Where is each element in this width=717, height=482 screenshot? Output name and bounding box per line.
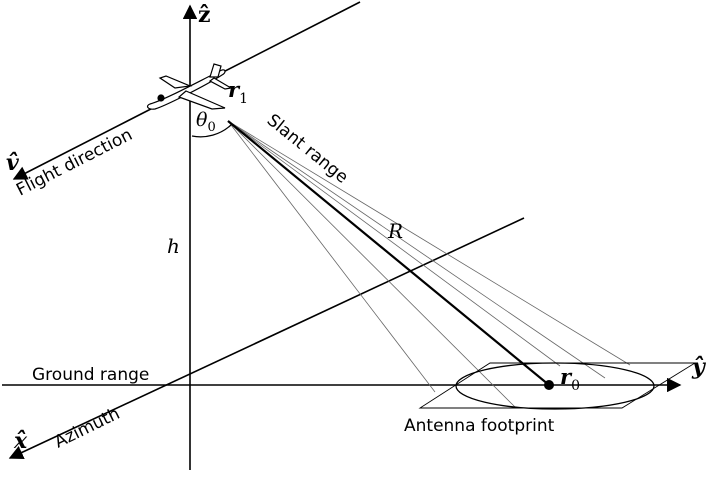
y-axis-label: ŷ [691, 354, 707, 380]
slant-range-line [227, 120, 550, 386]
r1-label: r1 [228, 77, 248, 107]
footprint-plane [418, 362, 697, 409]
ground-range-label: Ground range [32, 365, 149, 385]
x-axis-label: x̂ [13, 428, 28, 454]
z-axis-label: ẑ [198, 2, 211, 28]
antenna-footprint-label: Antenna footprint [404, 416, 555, 436]
slant-range-label: Slant range [263, 110, 352, 187]
x-axis [8, 217, 525, 460]
v-axis-label: v̂ [6, 150, 19, 176]
height-label: h [167, 234, 180, 258]
airplane-icon [146, 63, 233, 110]
range-R-label: R [387, 219, 403, 243]
theta0-label: θ0 [196, 109, 216, 135]
r0-point [544, 380, 554, 390]
antenna-beam [227, 120, 631, 408]
footprint-ellipse [455, 362, 655, 410]
theta-angle-arc [191, 124, 232, 138]
flight-direction-label: Flight direction [13, 125, 136, 201]
azimuth-label: Azimuth [51, 404, 123, 453]
r0-label: r0 [560, 364, 580, 394]
